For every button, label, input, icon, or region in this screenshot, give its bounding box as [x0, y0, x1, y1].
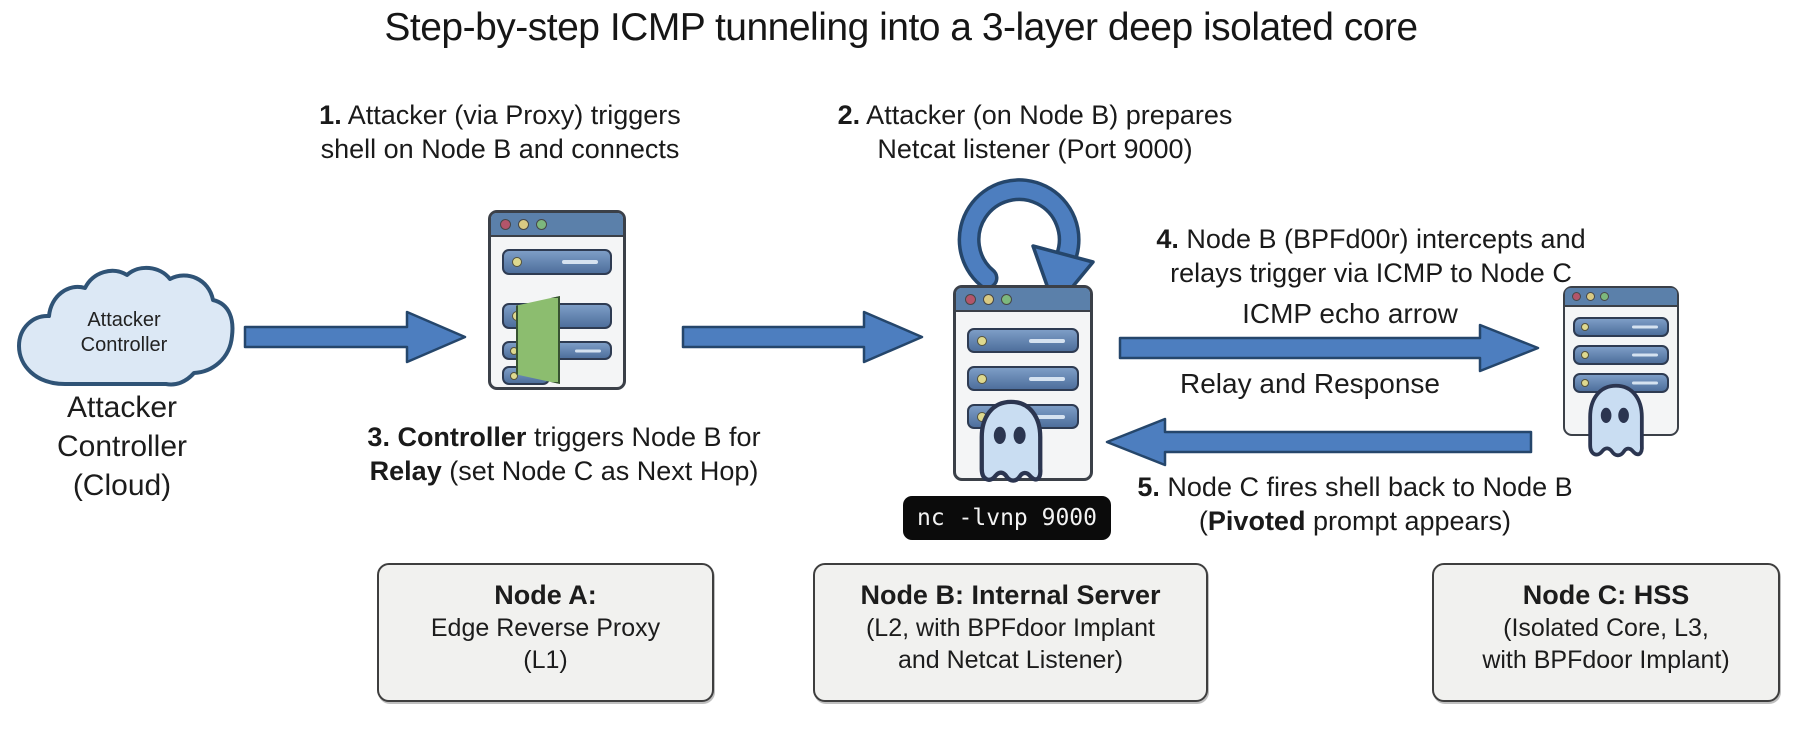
yellow-dot-icon [983, 293, 994, 305]
node-b-line1: (L2, with BPFdoor Implant [865, 614, 1155, 642]
window-titlebar [1565, 288, 1677, 307]
server-bar [502, 249, 612, 275]
green-dot-icon [536, 218, 547, 230]
arrow-right-icon [681, 308, 926, 371]
step-5-label: 5. Node C fires shell back to Node B (Pi… [1137, 472, 1573, 536]
red-dot-icon [965, 293, 976, 305]
step-3-label: 3. Controller triggers Node B for Relay … [367, 422, 761, 486]
node-c-title: Node C: HSS [1522, 580, 1690, 610]
green-door-icon [516, 296, 560, 384]
page-title: Step-by-step ICMP tunneling into a 3-lay… [384, 6, 1418, 49]
step-2-label: 2. Attacker (on Node B) prepares Netcat … [837, 100, 1233, 164]
ghost-icon [1578, 380, 1654, 471]
arrow-right-icon [243, 308, 469, 371]
yellow-dot-icon [518, 218, 529, 230]
node-c-line1: (Isolated Core, L3, [1503, 614, 1709, 642]
server-bar [967, 328, 1079, 353]
cloud-label: Attacker Controller [80, 309, 168, 356]
node-a-line1: Edge Reverse Proxy [430, 614, 661, 642]
arrow-left-icon [1103, 416, 1533, 473]
node-b-box: Node B: Internal Server (L2, with BPFdoo… [813, 563, 1208, 702]
green-dot-icon [1600, 292, 1609, 301]
server-node-c-icon [1563, 286, 1679, 436]
node-a-line2: (L1) [523, 646, 568, 674]
green-dot-icon [1001, 293, 1012, 305]
red-dot-icon [500, 218, 511, 230]
red-dot-icon [1572, 292, 1581, 301]
arrow-right-icon [1118, 322, 1542, 379]
window-titlebar [956, 288, 1090, 312]
ghost-icon [968, 396, 1054, 497]
cloud-caption: Attacker Controller (Cloud) [56, 391, 188, 502]
icmp-echo-label: ICMP echo arrow [1242, 298, 1458, 329]
server-bar [1573, 345, 1669, 365]
cloud-icon: Attacker Controller [8, 246, 240, 392]
node-b-line2: and Netcat Listener) [897, 646, 1124, 674]
node-b-title: Node B: Internal Server [860, 580, 1161, 610]
step-1-label: 1. Attacker (via Proxy) triggers shell o… [319, 100, 681, 164]
relay-response-label: Relay and Response [1180, 368, 1440, 399]
yellow-dot-icon [1586, 292, 1595, 301]
server-node-a-icon [488, 210, 626, 390]
node-c-box: Node C: HSS (Isolated Core, L3, with BPF… [1432, 563, 1780, 702]
netcat-command-badge: nc -lvnp 9000 [903, 496, 1111, 540]
node-a-box: Node A: Edge Reverse Proxy (L1) [377, 563, 714, 702]
step-4-label: 4. Node B (BPFd00r) intercepts and relay… [1156, 224, 1586, 288]
server-bar [967, 366, 1079, 391]
node-a-title: Node A: [494, 580, 597, 610]
server-bar [1573, 317, 1669, 337]
node-c-line2: with BPFdoor Implant) [1482, 646, 1730, 674]
window-titlebar [491, 213, 623, 237]
